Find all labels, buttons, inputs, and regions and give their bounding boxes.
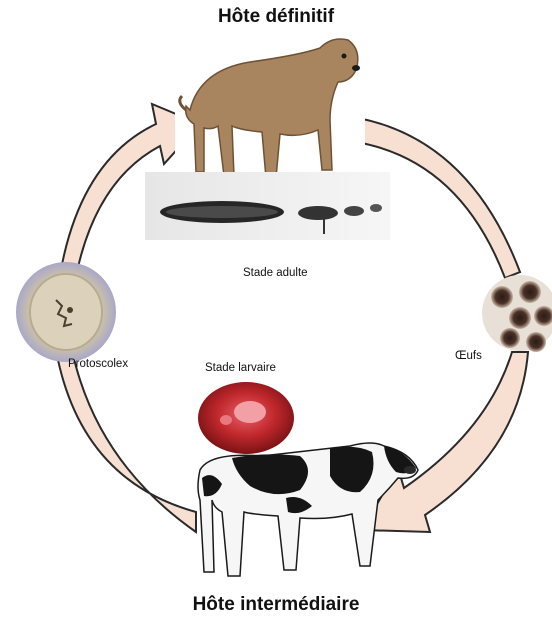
hydatid-cyst-icon bbox=[198, 382, 294, 454]
protoscolex-icon bbox=[16, 262, 116, 362]
arrow-eggs-to-cow bbox=[362, 352, 528, 532]
larval-stage-label: Stade larvaire bbox=[205, 362, 276, 374]
protoscolex-label: Protoscolex bbox=[68, 358, 128, 370]
eggs-icon bbox=[482, 275, 552, 352]
dog-icon bbox=[175, 30, 365, 185]
definitive-host-title: Hôte définitif bbox=[0, 6, 552, 28]
adult-stage-label: Stade adulte bbox=[243, 267, 308, 279]
eggs-label: Œufs bbox=[455, 350, 482, 362]
arrow-cow-to-protoscolex bbox=[56, 350, 196, 532]
intermediate-host-title: Hôte intermédiaire bbox=[0, 594, 552, 616]
tapeworm-icon bbox=[145, 172, 390, 240]
